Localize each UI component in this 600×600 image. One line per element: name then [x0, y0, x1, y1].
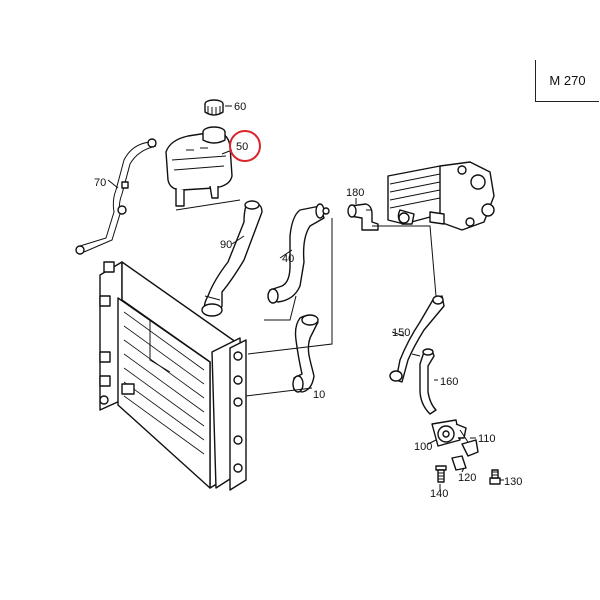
part-150-pipe[interactable]: [389, 295, 445, 383]
part-40-upper-hose[interactable]: [267, 203, 330, 304]
callout-60[interactable]: 60: [234, 101, 246, 113]
part-160-pipe[interactable]: [419, 348, 437, 415]
callout-110[interactable]: 110: [478, 433, 496, 445]
part-140-bolt[interactable]: [435, 465, 447, 483]
part-60-cap[interactable]: [204, 99, 224, 116]
callout-100[interactable]: 100: [414, 441, 432, 453]
part-130-bolt[interactable]: [489, 469, 501, 485]
part-90-hose[interactable]: [201, 200, 263, 317]
callout-130[interactable]: 130: [504, 476, 522, 488]
leader-lines: [107, 105, 504, 490]
part-10-lower-hose[interactable]: [292, 314, 319, 393]
callout-120[interactable]: 120: [458, 472, 476, 484]
callout-90[interactable]: 90: [220, 239, 232, 251]
callout-140[interactable]: 140: [430, 488, 448, 500]
callout-labels: 60 50 70 180 90 40 150 160 10 110 100 12…: [94, 101, 522, 500]
engine-code-box: M 270: [535, 60, 599, 102]
callout-180[interactable]: 180: [346, 187, 364, 199]
part-180-pipe[interactable]: [347, 203, 379, 231]
callout-40[interactable]: 40: [282, 253, 294, 265]
callout-10[interactable]: 10: [313, 389, 325, 401]
part-110-bracket[interactable]: [459, 429, 479, 457]
part-70-vent-line[interactable]: [75, 138, 157, 255]
part-50-expansion-tank[interactable]: [165, 126, 241, 211]
engine-code-label: M 270: [549, 73, 586, 88]
part-100-pump[interactable]: [431, 419, 467, 447]
callout-50[interactable]: 50: [236, 141, 248, 153]
radiator[interactable]: [99, 261, 247, 491]
callout-70[interactable]: 70: [94, 177, 106, 189]
callout-160[interactable]: 160: [440, 376, 458, 388]
callout-150[interactable]: 150: [392, 327, 410, 339]
part-120-clip[interactable]: [451, 455, 467, 471]
thermostat-housing[interactable]: [387, 161, 495, 231]
highlight-ring-50: [229, 130, 261, 162]
